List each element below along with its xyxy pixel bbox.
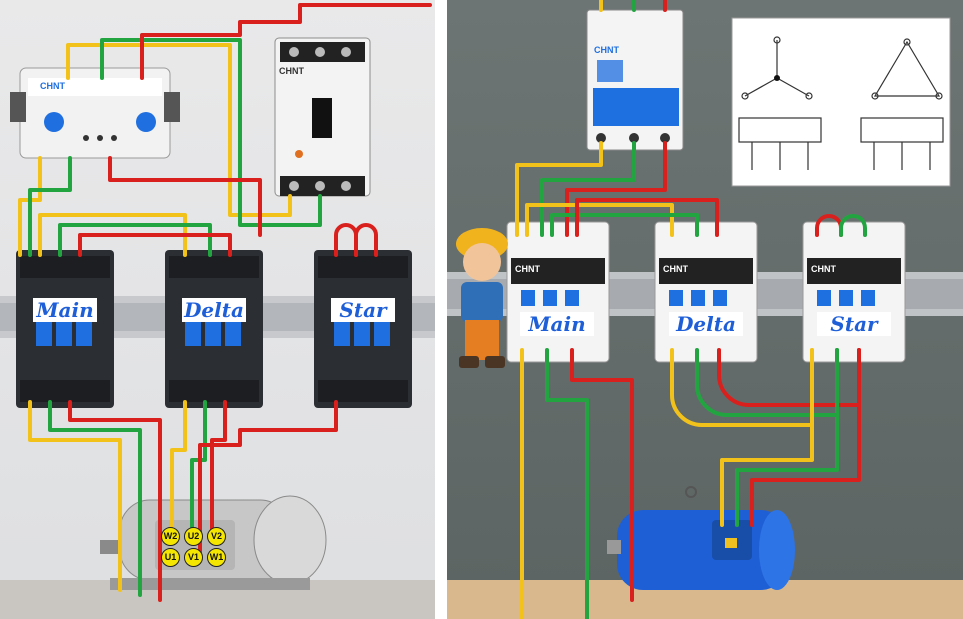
relay-knob-right: [136, 112, 156, 132]
contactor-delta-left: [165, 250, 263, 408]
wires-left: [18, 3, 432, 602]
left-wiring-diagram: CHNT CHNT Main Delta Star W2 U2 V2 U1 V1…: [0, 0, 435, 619]
contactor-main-left: [16, 250, 114, 408]
contactor-label-star-right: Star: [817, 312, 891, 336]
wires-right: [515, 0, 867, 619]
right-diagram-drawing: [447, 0, 963, 619]
star-delta-schematic: [731, 17, 951, 187]
contactor-main-right: [506, 221, 610, 363]
contactor-star-right: [802, 221, 906, 363]
contactor-brand-delta-right: CHNT: [663, 264, 688, 274]
circuit-breaker-left: [274, 37, 371, 197]
motor-terminal-v2: V2: [207, 527, 226, 546]
breaker-brand-right: CHNT: [594, 45, 619, 55]
circuit-breaker-right: [586, 9, 684, 151]
contactor-brand-star-right: CHNT: [811, 264, 836, 274]
contactor-label-star-left: Star: [331, 298, 395, 322]
contactor-label-delta-left: Delta: [182, 298, 246, 322]
contactor-brand-main-right: CHNT: [515, 264, 540, 274]
motor-terminal-w2: W2: [161, 527, 180, 546]
contactor-label-delta-right: Delta: [669, 312, 743, 336]
motor-terminal-u1: U1: [161, 548, 180, 567]
engineer-mascot: [456, 228, 508, 368]
contactor-star-left: [314, 250, 412, 408]
relay-knob-left: [44, 112, 64, 132]
motor-terminal-u2: U2: [184, 527, 203, 546]
breaker-brand-left: CHNT: [279, 66, 304, 76]
right-wiring-diagram: CHNT CHNT CHNT CHNT Main Delta Star: [447, 0, 963, 619]
phase-relay: [10, 67, 180, 159]
contactor-label-main-left: Main: [33, 298, 97, 322]
contactor-label-main-right: Main: [520, 312, 594, 336]
motor-right: [607, 486, 795, 590]
relay-brand: CHNT: [40, 81, 65, 91]
motor-terminal-w1: W1: [207, 548, 226, 567]
contactor-delta-right: [654, 221, 758, 363]
motor-terminal-v1: V1: [184, 548, 203, 567]
